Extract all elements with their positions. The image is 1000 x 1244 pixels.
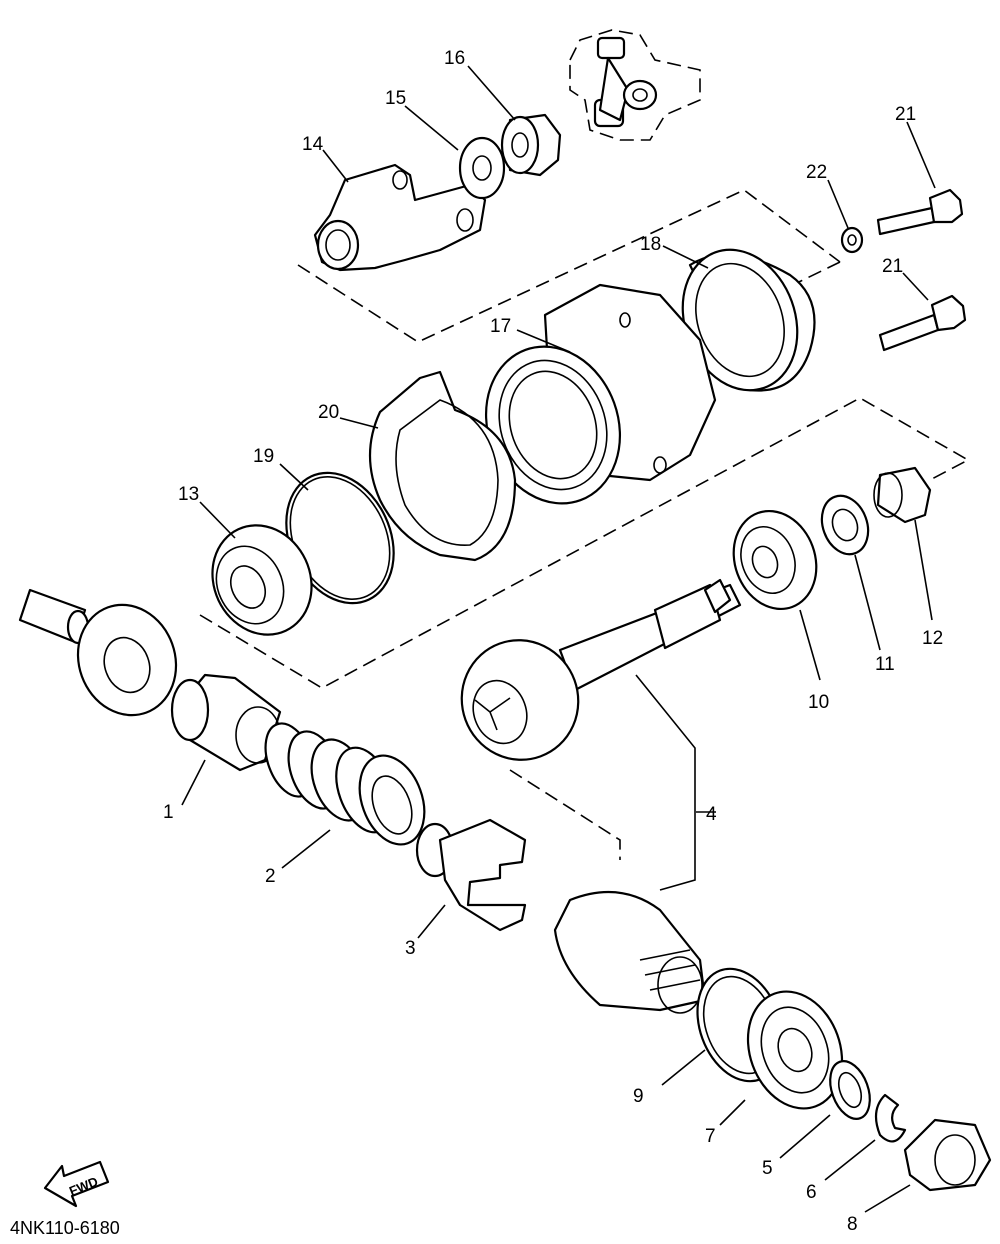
- assembly-outline-lower: [509, 769, 621, 860]
- part-1-collar: [170, 673, 282, 772]
- part-12-collar: [873, 466, 932, 524]
- part-11-washer: [820, 494, 870, 556]
- part-2-spring: [264, 722, 426, 846]
- forward-direction-arrow: FWD: [43, 1160, 110, 1208]
- callout-3: 3: [405, 938, 416, 959]
- part-14-yoke: [313, 163, 487, 272]
- part-10-bearing: [732, 509, 818, 611]
- universal-joint: [569, 29, 701, 141]
- left-bearing: [76, 603, 178, 717]
- part-5-washer: [829, 1060, 871, 1120]
- part-18-housing-ring: [681, 248, 816, 392]
- callout-10: 10: [808, 692, 829, 713]
- callout-20: 20: [318, 402, 339, 423]
- assembly-outline-middle: [199, 397, 970, 689]
- part-20-shim-plate: [368, 370, 517, 562]
- callout-14: 14: [302, 134, 324, 155]
- callout-21-upper: 21: [895, 104, 916, 125]
- part-4-bevel-gear-upper: [460, 639, 580, 761]
- part-6-lock-washer: [874, 1093, 907, 1143]
- part-7-bearing: [746, 990, 844, 1110]
- callout-1: 1: [163, 802, 174, 823]
- callout-9: 9: [633, 1086, 644, 1107]
- callout-16: 16: [444, 48, 465, 69]
- callout-21-lower: 21: [882, 256, 903, 277]
- callout-12: 12: [922, 628, 943, 649]
- callout-19: 19: [253, 446, 274, 467]
- part-21-bolt-lower: [878, 294, 967, 352]
- callout-22: 22: [806, 162, 827, 183]
- part-21-bolt-upper: [876, 188, 964, 236]
- part-8-nut: [903, 1118, 992, 1192]
- callout-leaders: [181, 65, 936, 1213]
- part-13-bearing: [211, 524, 313, 636]
- callout-15: 15: [385, 88, 406, 109]
- drive-shaft-end: [18, 588, 90, 645]
- callout-13: 13: [178, 484, 199, 505]
- part-22-washer: [840, 226, 864, 254]
- callout-6: 6: [806, 1182, 817, 1203]
- callout-2: 2: [265, 866, 276, 887]
- callout-11: 11: [875, 654, 895, 675]
- part-4-pinion-shaft: [558, 578, 742, 692]
- diagram-code: 4NK110-6180: [10, 1218, 120, 1238]
- part-4-bevel-gear-lower: [553, 890, 707, 1014]
- part-17-main-housing: [484, 283, 717, 505]
- callout-4: 4: [706, 804, 717, 825]
- callout-7: 7: [705, 1126, 716, 1147]
- callout-labels: 1 2 3 4 5 6 7 8 9 10 11 12 13 14 15 16 1…: [163, 48, 943, 1235]
- part-3-cam-fork: [415, 818, 527, 932]
- part-16-bushing: [500, 113, 562, 177]
- callout-5: 5: [762, 1158, 773, 1179]
- callout-8: 8: [847, 1214, 858, 1235]
- callout-18: 18: [640, 234, 661, 255]
- callout-17: 17: [490, 316, 511, 337]
- part-15-washer: [458, 136, 506, 200]
